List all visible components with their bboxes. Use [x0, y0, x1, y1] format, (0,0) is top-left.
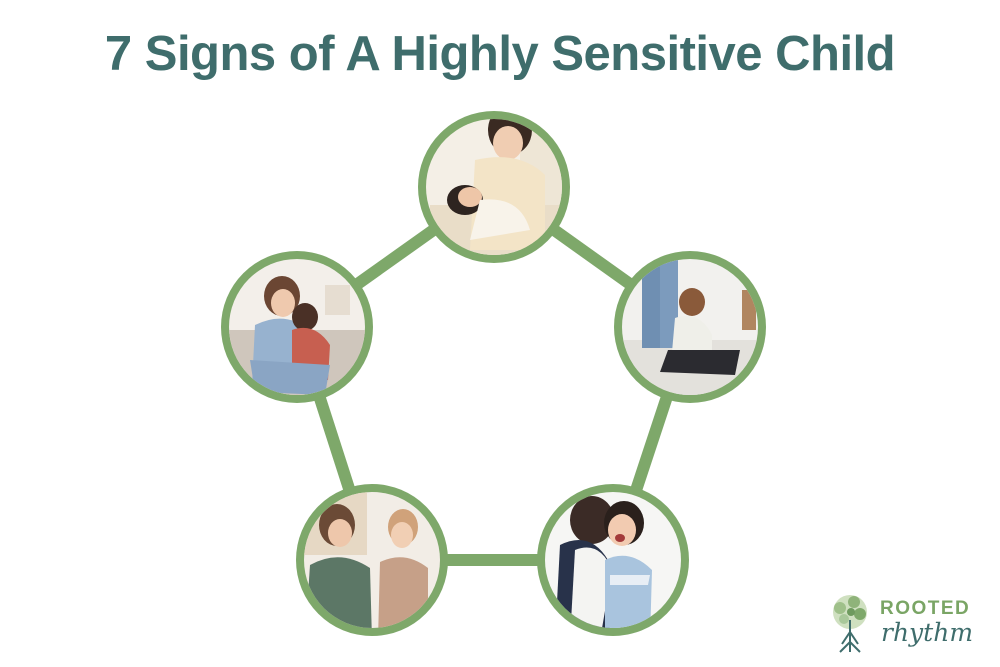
logo-wordmark-top: ROOTED	[880, 598, 971, 619]
logo-wordmark-bottom: rhythm	[881, 618, 974, 647]
brand-logo: ROOTED rhythm	[826, 592, 991, 658]
photo-child-crying-embrace	[545, 492, 681, 628]
photo-mother-cradling-child	[426, 119, 562, 255]
photo-circle-top	[418, 111, 570, 263]
page-title: 7 Signs of A Highly Sensitive Child	[104, 27, 896, 81]
photo-circle-bottom-left	[296, 484, 448, 636]
photo-circle-right	[614, 251, 766, 403]
photo-circle-bottom-right	[537, 484, 689, 636]
photo-circle-left	[221, 251, 373, 403]
tree-icon	[833, 595, 867, 653]
